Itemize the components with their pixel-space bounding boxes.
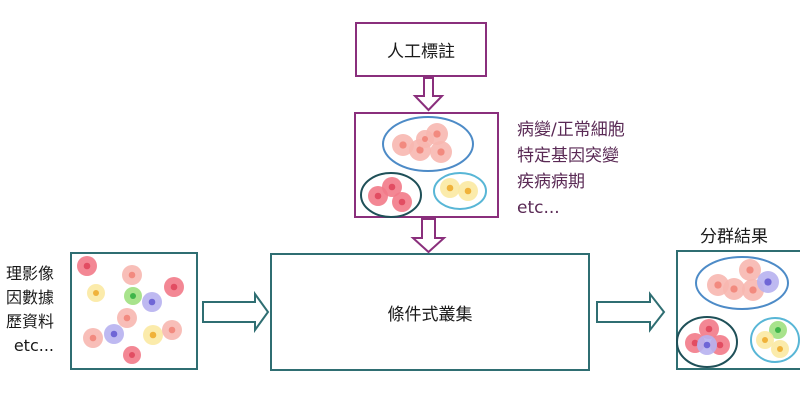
input-types-list: 理影像 因數據 歷資料 etc... <box>6 262 54 358</box>
input-type-image: 理影像 <box>5 264 54 283</box>
label-type-mutation: 特定基因突變 <box>517 146 619 166</box>
label-type-lesion: 病變/正常細胞 <box>517 120 625 140</box>
cell-nucleus <box>128 271 136 279</box>
cell-nucleus <box>123 314 131 322</box>
cell-nucleus <box>714 281 722 289</box>
cell-nucleus <box>422 136 428 142</box>
cell-nucleus <box>148 298 156 306</box>
cell-nucleus <box>746 266 754 274</box>
cell-nucleus <box>170 283 178 291</box>
conditional-clustering-label: 條件式叢集 <box>387 304 473 325</box>
cell-nucleus <box>691 339 699 347</box>
cell-nucleus <box>93 290 99 296</box>
cell-nucleus <box>398 198 406 206</box>
cell-nucleus <box>777 346 783 352</box>
right-arrow-icon <box>596 291 666 333</box>
conditional-clustering-box: 條件式叢集 <box>270 253 590 371</box>
cell-nucleus <box>388 183 396 191</box>
cell-nucleus <box>764 278 772 286</box>
cell-nucleus <box>399 141 407 149</box>
label-type-etc: etc... <box>517 198 560 218</box>
cell-nucleus <box>130 293 136 299</box>
result-title: 分群結果 <box>700 227 768 247</box>
cell-nucleus <box>416 146 424 154</box>
cell-nucleus <box>775 327 781 333</box>
manual-annotation-box: 人工標註 <box>355 22 487 77</box>
down-arrow-icon <box>410 218 447 254</box>
cell-nucleus <box>374 192 382 200</box>
cell-nucleus <box>149 331 157 339</box>
cell-nucleus <box>433 130 441 138</box>
cell-nucleus <box>89 334 97 342</box>
cell-nucleus <box>730 285 738 293</box>
input-type-etc: etc... <box>13 336 54 355</box>
input-type-gene: 因數據 <box>5 288 54 307</box>
cell-nucleus <box>749 286 757 294</box>
cell-nucleus <box>437 148 445 156</box>
cell-nucleus <box>703 341 711 349</box>
cell-nucleus <box>168 326 176 334</box>
cell-nucleus <box>705 325 713 333</box>
down-arrow-icon <box>412 77 445 112</box>
right-arrow-icon <box>202 290 270 334</box>
input-type-history: 歷資料 <box>5 312 54 331</box>
cells-layer <box>77 123 789 364</box>
cell-nucleus <box>83 262 91 270</box>
cell-nucleus <box>716 341 724 349</box>
cell-nucleus <box>129 352 135 358</box>
label-type-stage: 疾病病期 <box>517 172 585 192</box>
cell-nucleus <box>464 187 472 195</box>
cell-nucleus <box>446 184 454 192</box>
label-types-list: 病變/正常細胞 特定基因突變 疾病病期 etc... <box>517 117 625 221</box>
cell-nucleus <box>110 330 118 338</box>
cell-nucleus <box>762 337 768 343</box>
manual-annotation-label: 人工標註 <box>387 42 455 62</box>
